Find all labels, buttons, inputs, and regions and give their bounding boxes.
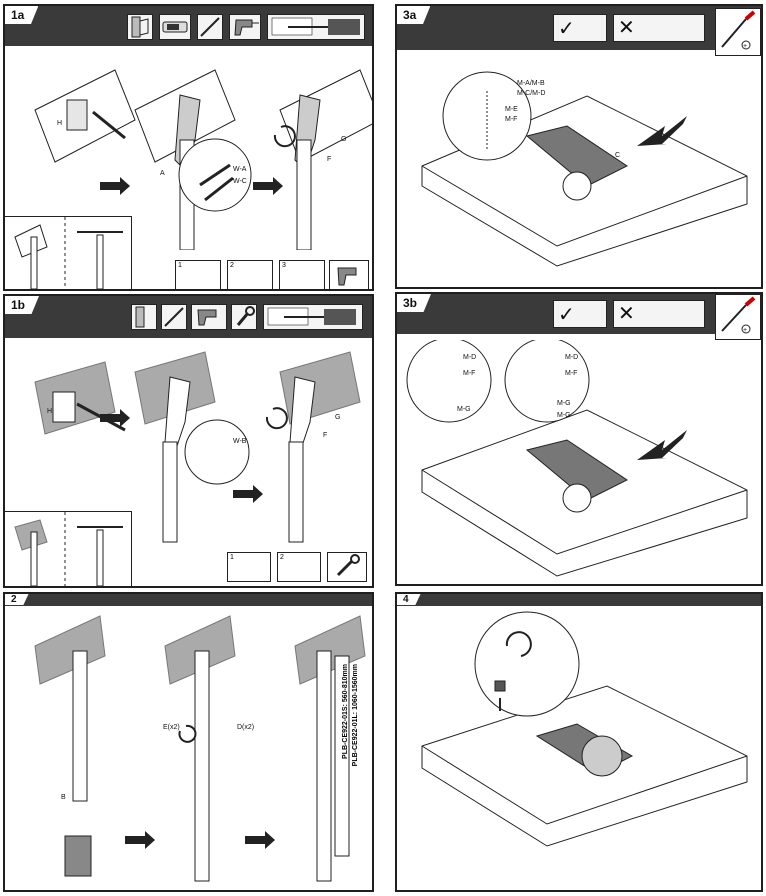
label-wc: W-C	[233, 178, 247, 185]
step-1a-panel: 1a H A W-A W-C G F 1 2 3	[3, 4, 374, 291]
drill-bit-icon	[267, 14, 365, 40]
orientation-inset	[5, 216, 132, 289]
label-m-d: M-D	[463, 354, 477, 361]
label-m-d: M-D	[565, 354, 579, 361]
label-c: C	[615, 152, 621, 159]
detail-box: 3	[279, 260, 325, 289]
step-1a-illustration	[34, 69, 372, 250]
detail-box: 2	[277, 552, 321, 582]
step-1b-illustration	[34, 351, 361, 543]
drill-icon	[191, 304, 227, 330]
correct-orientation-box: ✓	[553, 14, 607, 42]
label-d: D(x2)	[237, 724, 255, 731]
step-1b-panel: 1b H W-B G F 1 2	[3, 294, 374, 588]
step-tag: 1b	[5, 296, 40, 314]
step-tag: 2	[5, 594, 29, 605]
detail-box: 2	[227, 260, 273, 289]
label-m-e: M-E	[505, 106, 518, 113]
wrench-icon	[231, 304, 257, 330]
step-tag: 4	[397, 594, 421, 605]
tool-icon	[161, 304, 187, 330]
detail-box: 1	[227, 552, 271, 582]
cross-icon: ✕	[618, 17, 635, 39]
cross-icon: ✕	[618, 303, 635, 325]
incorrect-orientation-box: ✕	[613, 300, 705, 328]
label-m-g: M-G	[557, 412, 571, 419]
tool-icon	[159, 14, 191, 40]
step-tag: 3b	[397, 294, 432, 312]
detail-box: 1	[175, 260, 221, 289]
step-3a-panel: 3a ✓ ✕ + M-A/M-B M-C/M-D M-E M-F C	[395, 4, 763, 289]
step-tag: 3a	[397, 6, 431, 24]
model-size-note: PLB-CE922-01L: 1060-1560mm	[352, 664, 359, 767]
label-m-g: M-G	[557, 400, 571, 407]
label-b: B	[61, 794, 66, 801]
step-header: 1b	[5, 296, 372, 338]
step-2-panel: 2 E(x2) D(x2) B PLB-CE922-01S: 560-810mm…	[3, 592, 374, 892]
step-3a-illustration	[421, 71, 748, 267]
svg-text:+: +	[743, 43, 747, 50]
label-g: G	[335, 414, 341, 421]
label-f: F	[327, 156, 332, 163]
model-size-note: PLB-CE922-01S: 560-810mm	[342, 664, 349, 759]
label-g: G	[341, 136, 347, 143]
orientation-inset	[5, 511, 132, 586]
label-m-cd: M-C/M-D	[517, 90, 546, 97]
tool-icon	[131, 304, 157, 330]
incorrect-orientation-box: ✕	[613, 14, 705, 42]
step-header: 4	[397, 594, 761, 606]
label-m-f: M-F	[463, 370, 476, 377]
svg-text:+: +	[743, 327, 747, 334]
label-wb: W-B	[233, 438, 247, 445]
tool-icon	[127, 14, 153, 40]
wrench-icon	[327, 552, 367, 582]
step-header: 3b ✓ ✕	[397, 294, 761, 334]
label-e: E(x2)	[163, 724, 180, 731]
step-2-illustration	[34, 615, 366, 882]
screwdriver-icon: +	[715, 8, 761, 56]
screwdriver-icon: +	[715, 294, 761, 340]
step-3b-illustration	[406, 340, 748, 577]
label-wa: W-A	[233, 166, 247, 173]
label-m-ab: M-A/M-B	[517, 80, 545, 87]
step-tag: 1a	[5, 6, 39, 24]
label-h: H	[47, 408, 53, 415]
label-h: H	[57, 120, 63, 127]
tool-icon	[197, 14, 223, 40]
step-4-panel: 4	[395, 592, 763, 892]
step-header: 1a	[5, 6, 372, 46]
drill-icon	[329, 260, 369, 289]
label-m-f: M-F	[505, 116, 518, 123]
check-icon: ✓	[558, 18, 575, 40]
drill-icon	[229, 14, 261, 40]
label-m-g: M-G	[457, 406, 471, 413]
step-header: 2	[5, 594, 372, 606]
step-4-illustration	[421, 611, 748, 847]
check-icon: ✓	[558, 304, 575, 326]
label-f: F	[323, 432, 328, 439]
label-a: A	[160, 170, 165, 177]
step-header: 3a ✓ ✕	[397, 6, 761, 50]
correct-orientation-box: ✓	[553, 300, 607, 328]
label-m-f: M-F	[565, 370, 578, 377]
step-3b-panel: 3b ✓ ✕ + M-D M-F M-G M-D M-F M-G M-G	[395, 292, 763, 586]
drill-bit-icon	[263, 304, 363, 330]
